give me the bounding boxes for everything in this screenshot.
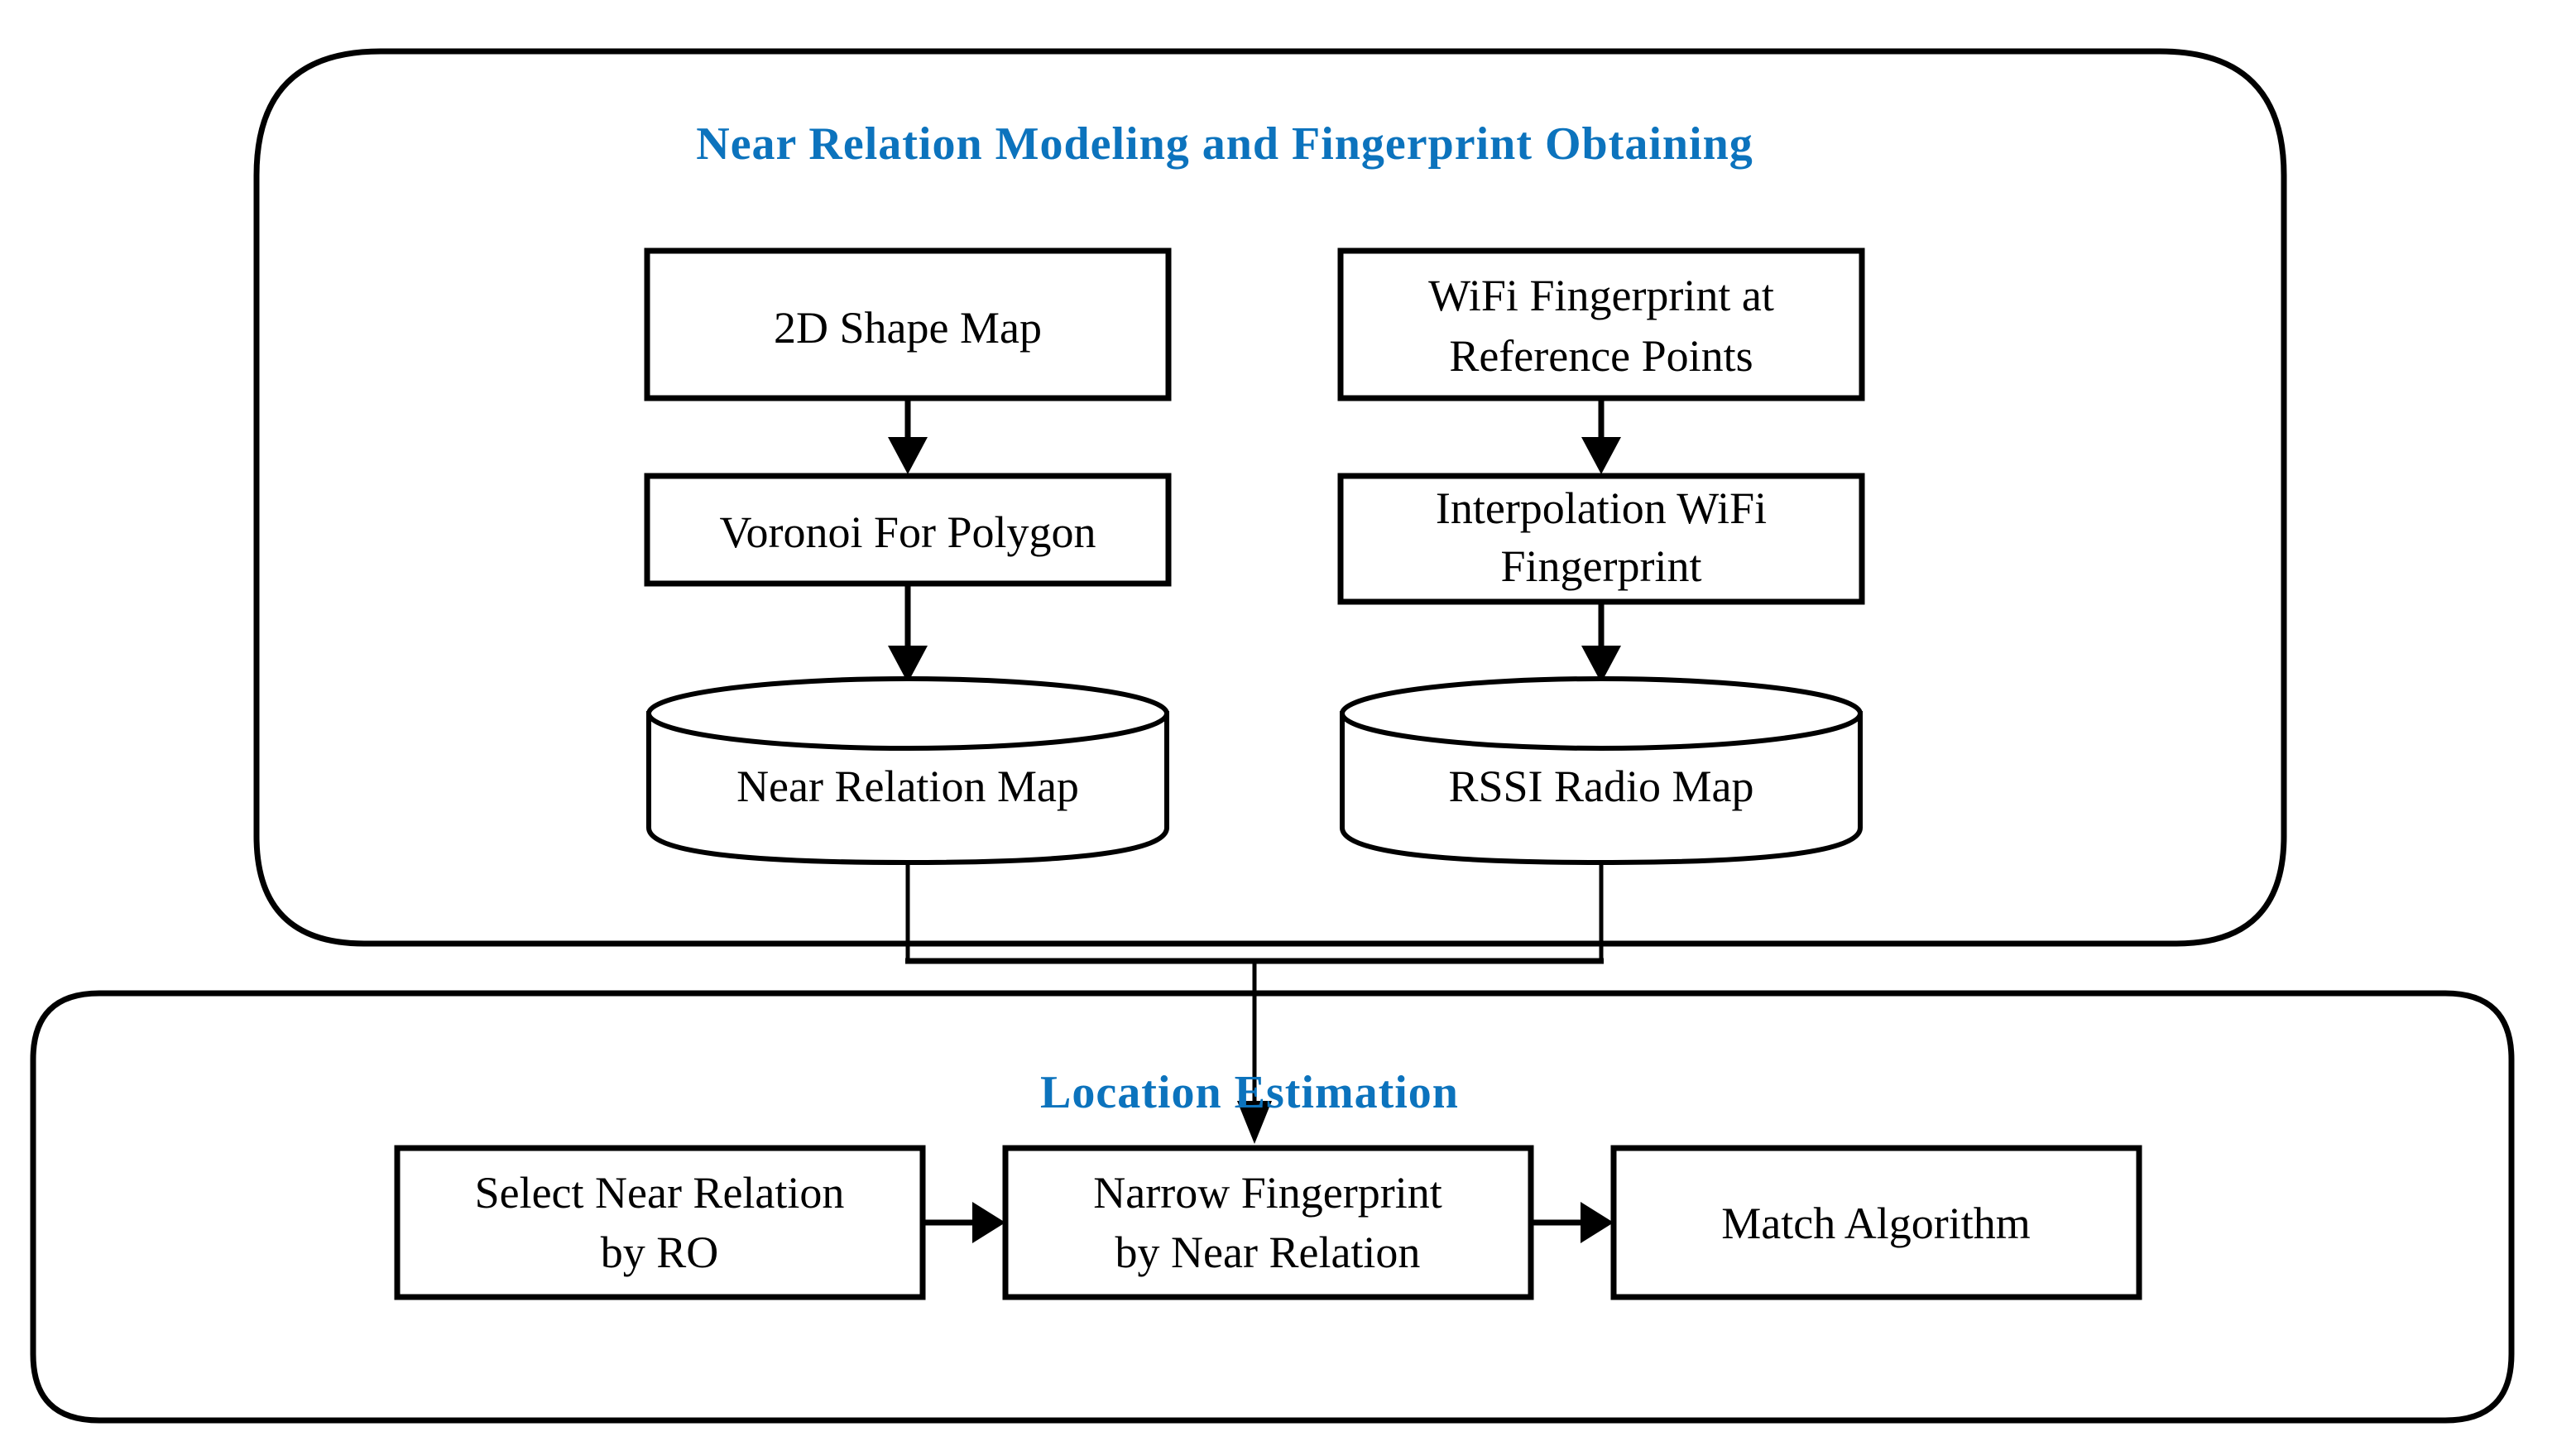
bottom-section-container — [30, 990, 2515, 1424]
merge-to-bottom-head — [1237, 1101, 1272, 1144]
arrow-interpolation-to-rssimap-head — [1581, 646, 1621, 683]
node-2d-shape-map-label: 2D Shape Map — [774, 303, 1042, 353]
node-match-algorithm[interactable] — [1610, 1145, 2142, 1300]
node-select-near-relation-line2: by RO — [601, 1228, 719, 1277]
node-wifi-fingerprint-line1: WiFi Fingerprint at — [1428, 271, 1774, 320]
node-interpolation-line2: Fingerprint — [1501, 541, 1702, 591]
node-voronoi-for-polygon-label: Voronoi For Polygon — [719, 507, 1096, 557]
node-select-near-relation-by-ro[interactable] — [394, 1145, 926, 1300]
node-voronoi-for-polygon[interactable] — [644, 473, 1172, 587]
top-section-heading: Near Relation Modeling and Fingerprint O… — [696, 118, 1753, 170]
node-near-relation-map-top — [646, 676, 1169, 751]
arrow-narrow-to-match-head — [1581, 1202, 1614, 1243]
node-wifi-fingerprint-reference-points[interactable] — [1337, 247, 1865, 401]
arrow-shapemap-to-voronoi-head — [888, 437, 928, 474]
node-select-near-relation-line1: Select Near Relation — [475, 1168, 845, 1218]
node-interpolation-line1: Interpolation WiFi — [1436, 483, 1767, 533]
node-rssi-radio-map-label: RSSI Radio Map — [1448, 762, 1753, 811]
arrow-voronoi-to-nearrelationmap-head — [888, 646, 928, 683]
node-narrow-fingerprint-line2: by Near Relation — [1115, 1228, 1421, 1277]
bottom-section-heading: Location Estimation — [1040, 1067, 1459, 1118]
node-narrow-fingerprint-by-near-relation[interactable] — [1002, 1145, 1534, 1300]
node-match-algorithm-label: Match Algorithm — [1721, 1199, 2030, 1248]
top-section-container — [253, 48, 2287, 947]
node-interpolation-wifi-fingerprint[interactable] — [1337, 473, 1865, 605]
node-near-relation-map-label: Near Relation Map — [736, 762, 1079, 811]
arrow-wififp-to-interpolation-head — [1581, 437, 1621, 474]
node-narrow-fingerprint-line1: Narrow Fingerprint — [1093, 1168, 1442, 1218]
arrow-select-to-narrow-head — [972, 1202, 1005, 1243]
node-rssi-radio-map-top — [1340, 676, 1863, 751]
node-2d-shape-map[interactable] — [644, 247, 1172, 401]
node-wifi-fingerprint-line2: Reference Points — [1449, 331, 1753, 381]
